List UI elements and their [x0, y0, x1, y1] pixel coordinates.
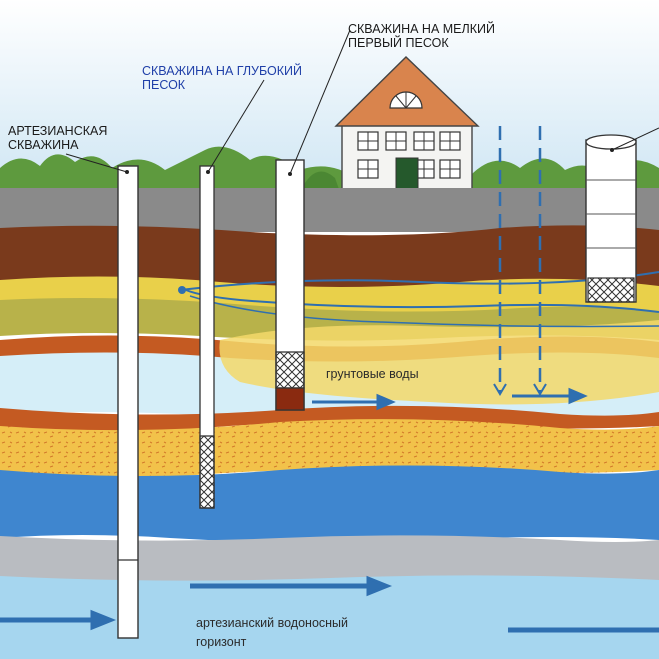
deep-aquifer-layer: [0, 575, 659, 659]
artesian-well-label-line1: АРТЕЗИАНСКАЯ: [8, 124, 108, 138]
artesian-well-label: АРТЕЗИАНСКАЯ СКВАЖИНА: [8, 124, 107, 152]
aquifer-layer: [0, 465, 659, 543]
shallow-sand-well-label-line1: СКВАЖИНА НА МЕЛКИЙ: [348, 22, 495, 36]
topsoil-layer: [0, 188, 659, 232]
shallow-sand-well-pipe: [275, 159, 305, 411]
artesian-aquifer-label-line1: артезианский водоносный: [196, 616, 349, 630]
grass-line: [0, 146, 355, 192]
deep-sand-well-pipe: [199, 165, 215, 509]
artesian-aquifer-label: артезианский водоносный горизонт: [196, 614, 348, 652]
flow-arrows: [0, 387, 659, 633]
artesian-well-label-line2: СКВАЖИНА: [8, 138, 79, 152]
deep-sand-well-label: СКВАЖИНА НА ГЛУБОКИЙ ПЕСОК: [142, 64, 302, 92]
artesian-well-pipe: [117, 165, 139, 639]
brown-clay-layer: [0, 225, 659, 292]
groundwater-sand-lens: [219, 320, 659, 405]
artesian-aquifer-label-line2: горизонт: [196, 635, 247, 649]
shallow-sand-well-label: СКВАЖИНА НА МЕЛКИЙ ПЕРВЫЙ ПЕСОК: [348, 22, 495, 50]
groundwater-label: грунтовые воды: [326, 367, 419, 381]
deep-sand-well-label-line1: СКВАЖИНА НА ГЛУБОКИЙ: [142, 64, 303, 78]
shallow-sand-well-label-line2: ПЕРВЫЙ ПЕСОК: [348, 36, 449, 50]
house: [334, 56, 480, 193]
dug-well: [585, 134, 637, 303]
deep-sand-well-label-line2: ПЕСОК: [142, 78, 186, 92]
fine-sand-layer: [0, 419, 659, 481]
